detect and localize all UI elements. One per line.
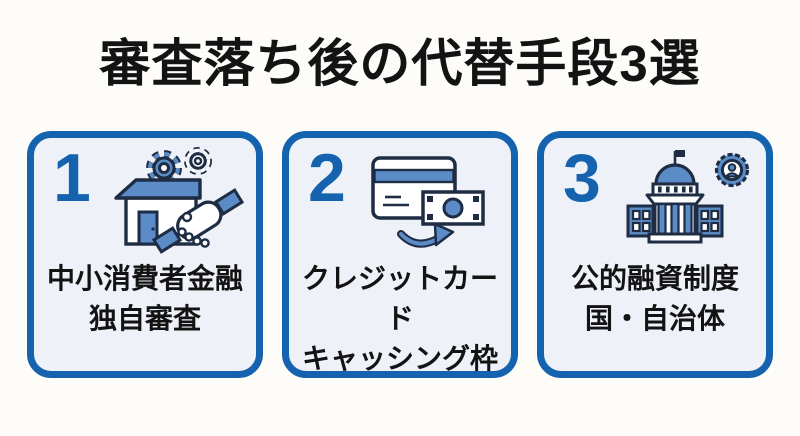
card-label: 公的融資制度 国・自治体 [544, 259, 766, 339]
handshake [151, 188, 245, 254]
page-title: 審査落ち後の代替手段3選 [99, 35, 701, 92]
card-public-loan-system: 3 [537, 131, 773, 378]
card-label-line1: 公的融資制度 [570, 263, 739, 294]
banknote [421, 190, 485, 226]
card-label-line2: 国・自治体 [584, 302, 725, 334]
card-number-badge: 1 [53, 140, 91, 216]
card-label-line1: クレジットカード [301, 263, 498, 334]
card-label-line2: キャッシング枠 [301, 342, 498, 374]
card-number-badge: 3 [563, 140, 601, 216]
card-label: 中小消費者金融 独自審査 [34, 259, 256, 339]
credit-card-cashing-icon [367, 146, 501, 264]
exchange-arrow [397, 222, 455, 248]
card-label-line2: 独自審査 [88, 302, 201, 334]
card-label: クレジットカード キャッシング枠 [289, 259, 511, 378]
card-credit-card-cashing: 2 [282, 131, 518, 378]
government-building-badge-icon [622, 146, 756, 264]
capitol-building [626, 150, 724, 244]
card-label-line1: 中小消費者金融 [46, 263, 243, 294]
gears [146, 147, 212, 186]
card-number-badge: 2 [308, 140, 346, 216]
approval-badge [714, 152, 750, 188]
house-gears-handshake-icon [112, 146, 246, 264]
card-small-consumer-finance: 1 [27, 131, 263, 378]
cards-row: 1 [27, 131, 773, 378]
